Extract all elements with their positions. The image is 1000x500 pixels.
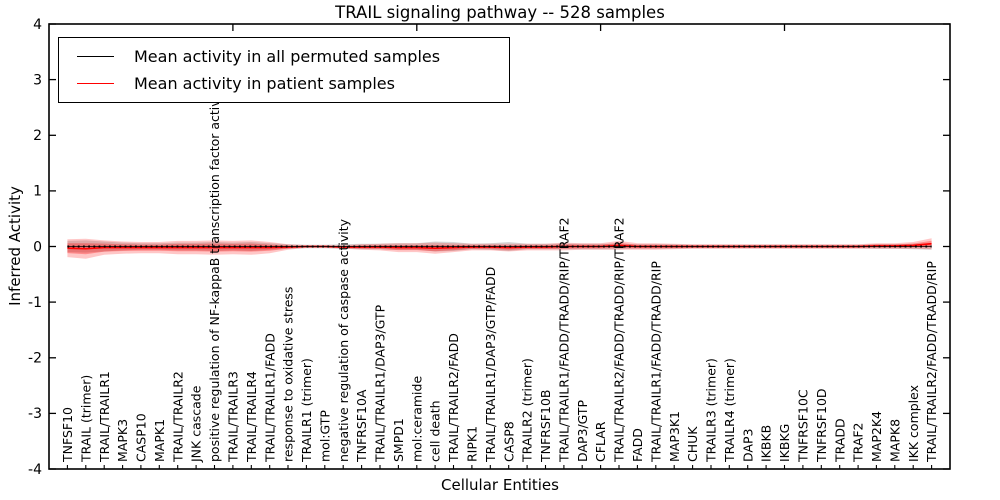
- x-tick-label: TRAIL/TRAILR1: [97, 371, 112, 463]
- x-tick-label: TRAILR2 (trimer): [520, 358, 535, 463]
- x-tick-label: TRAILR3 (trimer): [704, 358, 719, 463]
- x-tick-label: TNFRSF10A: [354, 389, 369, 463]
- x-tick-label: TRADD: [832, 418, 847, 463]
- x-tick-label: MAP2K4: [869, 411, 884, 462]
- x-tick-label: CASP10: [134, 413, 149, 462]
- y-tick-label: 1: [33, 184, 42, 200]
- chart-title: TRAIL signaling pathway -- 528 samples: [335, 3, 665, 22]
- x-tick-label: TRAIL/TRAILR1/FADD: [262, 333, 277, 463]
- x-tick-label: IKK complex: [906, 385, 921, 462]
- y-tick-label: -1: [28, 295, 42, 311]
- y-tick-label: 3: [33, 72, 42, 88]
- legend-box: Mean activity in all permuted samples Me…: [58, 37, 510, 103]
- legend-label-permuted: Mean activity in all permuted samples: [134, 47, 441, 66]
- x-tick-label: TRAIL/TRAILR2/FADD: [446, 333, 461, 463]
- x-tick-label: TRAIL (trimer): [78, 375, 93, 463]
- x-axis-label: Cellular Entities: [441, 476, 559, 494]
- x-tick-label: FADD: [630, 428, 645, 462]
- y-tick-label: 4: [33, 17, 42, 33]
- x-tick-label: TRAIL/TRAILR1/FADD/TRADD/RIP: [648, 261, 663, 463]
- x-tick-label: CFLAR: [593, 421, 608, 462]
- x-tick-label: TRAIL/TRAILR3: [226, 371, 241, 463]
- x-tick-label: TRAIL/TRAILR2/FADD/TRADD/RIP: [924, 261, 939, 463]
- x-tick-label: DAP3/GTP: [575, 399, 590, 462]
- legend-entry-permuted: Mean activity in all permuted samples: [69, 43, 499, 70]
- x-tick-label: TRAIL/TRAILR1/DAP3/GTP/FADD: [483, 267, 498, 463]
- x-tick-label: JNK cascade: [189, 385, 204, 463]
- x-tick-label: response to oxidative stress: [281, 287, 296, 462]
- y-tick-label: 2: [33, 128, 42, 144]
- legend-label-patient: Mean activity in patient samples: [134, 74, 395, 93]
- y-tick-label: -3: [28, 406, 42, 422]
- x-tick-label: TRAIL/TRAILR1/DAP3/GTP: [373, 304, 388, 463]
- x-tick-label: mol:ceramide: [409, 376, 424, 462]
- x-tick-label: TNFRSF10D: [814, 388, 829, 463]
- x-tick-label: positive regulation of NF-kappaB transcr…: [207, 83, 222, 462]
- x-tick-label: TRAIL/TRAILR4: [244, 371, 259, 463]
- patient-std-band-outer: [67, 238, 932, 259]
- x-tick-label: TRAIL/TRAILR1/FADD/TRADD/RIP/TRAF2: [557, 217, 572, 463]
- x-tick-label: SMPD1: [391, 418, 406, 462]
- x-tick-label: TNFSF10: [60, 407, 75, 463]
- x-tick-label: DAP3: [740, 429, 755, 462]
- x-tick-label: CHUK: [685, 426, 700, 462]
- plot-border: [48, 23, 951, 470]
- y-axis-ticks: 4 3 2 1 0 -1 -2 -3 -4: [28, 17, 950, 478]
- x-tick-label: mol:GTP: [317, 410, 332, 462]
- x-tick-label: cell death: [428, 400, 443, 462]
- x-tick-label: IKBKB: [759, 425, 774, 462]
- x-tick-label: negative regulation of caspase activity: [336, 218, 351, 462]
- x-axis-top-ticks: [232, 24, 786, 31]
- legend-entry-patient: Mean activity in patient samples: [69, 70, 499, 97]
- x-tick-label: TRAIL/TRAILR2/FADD/TRADD/RIP/TRAF2: [612, 217, 627, 463]
- x-tick-label: TNFRSF10C: [796, 389, 811, 463]
- y-tick-label: -2: [28, 351, 42, 367]
- x-tick-label: TNFRSF10B: [538, 390, 553, 463]
- red-line-sample-icon: [77, 83, 114, 84]
- x-tick-label: RIPK1: [465, 426, 480, 462]
- x-tick-label: MAPK1: [152, 419, 167, 462]
- x-tick-label: TRAF2: [851, 422, 866, 463]
- x-tick-label: TRAILR1 (trimer): [299, 358, 314, 463]
- x-tick-label: IKBKG: [777, 424, 792, 462]
- y-tick-label: -4: [28, 462, 42, 478]
- x-tick-label: MAP3K1: [667, 411, 682, 462]
- black-line-sample-icon: [77, 56, 114, 57]
- x-tick-label: TRAILR4 (trimer): [722, 358, 737, 463]
- y-tick-label: 0: [33, 239, 42, 255]
- x-tick-label: TRAIL/TRAILR2: [170, 371, 185, 463]
- x-tick-label: MAPK8: [887, 419, 902, 462]
- x-tick-label: CASP8: [501, 421, 516, 462]
- x-tick-label: MAPK3: [115, 419, 130, 462]
